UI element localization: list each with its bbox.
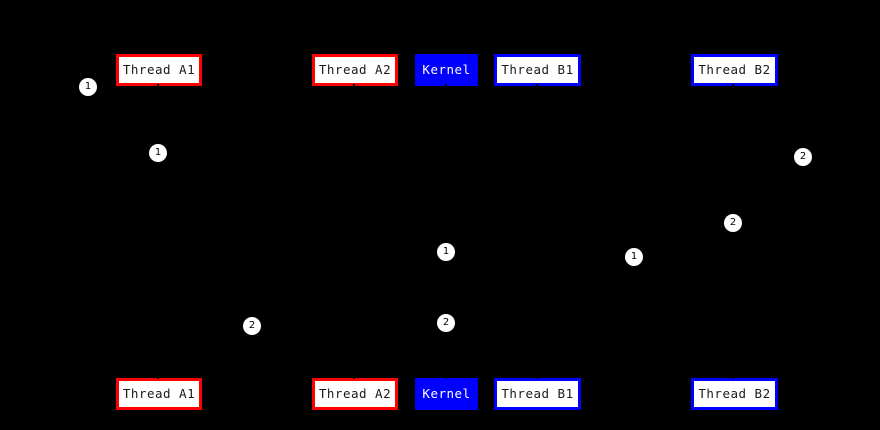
sequence-badge: 1 bbox=[79, 78, 97, 96]
participant-threadB1-top[interactable]: Thread B1 bbox=[494, 54, 581, 86]
participant-label: Thread B2 bbox=[698, 385, 771, 401]
lifeline-tick-threadA2-top bbox=[353, 84, 355, 90]
sequence-badge-label: 2 bbox=[442, 317, 450, 328]
lifeline-tick-threadA1-top bbox=[157, 84, 159, 90]
sequence-badge: 2 bbox=[794, 148, 812, 166]
lifeline-threadB1 bbox=[537, 86, 538, 378]
lifeline-kernel bbox=[446, 86, 447, 378]
sequence-badge-label: 1 bbox=[84, 81, 92, 92]
participant-label: Thread A1 bbox=[122, 61, 196, 77]
participant-label: Thread A2 bbox=[318, 385, 392, 401]
participant-threadB2-bottom[interactable]: Thread B2 bbox=[691, 378, 778, 410]
sequence-badge: 2 bbox=[437, 314, 455, 332]
lifeline-tick-kernel-bottom bbox=[445, 372, 447, 379]
participant-label: Thread B2 bbox=[698, 61, 771, 77]
sequence-badge-label: 1 bbox=[154, 147, 162, 158]
participant-threadA1-top[interactable]: Thread A1 bbox=[116, 54, 202, 86]
lifeline-tick-threadB1-top bbox=[536, 84, 538, 90]
lifeline-tick-threadA1-bottom bbox=[157, 372, 159, 379]
sequence-badge-label: 2 bbox=[799, 151, 807, 162]
lifeline-threadA2 bbox=[354, 86, 355, 378]
sequence-badge: 1 bbox=[437, 243, 455, 261]
lifeline-tick-kernel-top bbox=[445, 84, 447, 90]
participant-threadA2-bottom[interactable]: Thread A2 bbox=[312, 378, 398, 410]
lifeline-tick-threadA2-bottom bbox=[353, 372, 355, 379]
participant-label: Kernel bbox=[422, 61, 471, 77]
participant-label: Thread B1 bbox=[501, 385, 574, 401]
lifeline-tick-threadB2-bottom bbox=[732, 372, 734, 379]
sequence-badge: 2 bbox=[243, 317, 261, 335]
participant-threadA1-bottom[interactable]: Thread A1 bbox=[116, 378, 202, 410]
participant-kernel-top[interactable]: Kernel bbox=[415, 54, 478, 86]
participant-label: Thread A2 bbox=[318, 61, 392, 77]
participant-threadB2-top[interactable]: Thread B2 bbox=[691, 54, 778, 86]
sequence-badge: 1 bbox=[149, 144, 167, 162]
sequence-badge-label: 1 bbox=[442, 246, 450, 257]
message-arrow-1 bbox=[158, 153, 354, 154]
sequence-badge-label: 2 bbox=[729, 217, 737, 228]
sequence-badge-label: 2 bbox=[248, 320, 256, 331]
sequence-badge: 2 bbox=[724, 214, 742, 232]
participant-threadA2-top[interactable]: Thread A2 bbox=[312, 54, 398, 86]
lifeline-tick-threadB1-bottom bbox=[536, 372, 538, 379]
participant-kernel-bottom[interactable]: Kernel bbox=[415, 378, 478, 410]
message-arrow-2 bbox=[446, 252, 537, 253]
lifeline-threadA1 bbox=[158, 86, 159, 378]
lifeline-tick-threadB2-top bbox=[732, 84, 734, 90]
sequence-badge-label: 1 bbox=[630, 251, 638, 262]
sequence-badge: 1 bbox=[625, 248, 643, 266]
participant-threadB1-bottom[interactable]: Thread B1 bbox=[494, 378, 581, 410]
participant-label: Thread A1 bbox=[122, 385, 196, 401]
participant-label: Kernel bbox=[422, 385, 471, 401]
participant-label: Thread B1 bbox=[501, 61, 574, 77]
lifeline-threadB2 bbox=[733, 86, 734, 378]
